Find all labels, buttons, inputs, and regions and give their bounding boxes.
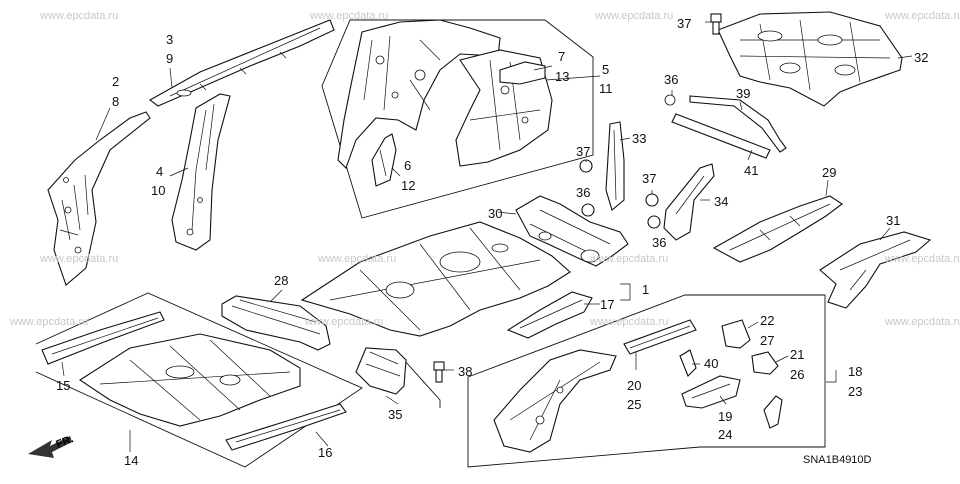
part-rear-floor-1: [300, 221, 571, 337]
callout-20: 20: [627, 378, 642, 393]
callout-12: 12: [401, 178, 416, 193]
callout-13: 13: [555, 69, 570, 84]
part-bracket-21-26: [751, 351, 779, 375]
callout-35: 35: [388, 407, 403, 422]
callout-34: 34: [714, 194, 729, 209]
diagram-code: SNA1B4910D: [803, 454, 872, 466]
callout-5: 5: [602, 62, 610, 77]
part-roof-rail-inner: [148, 19, 335, 107]
bracket-38-frame: [394, 349, 441, 408]
floor-group-frame: [35, 292, 363, 468]
callout-25: 25: [627, 397, 642, 412]
watermark: www.epcdata.ru: [305, 316, 384, 328]
bolt-38: [433, 361, 445, 383]
part-brace-41: [671, 113, 771, 159]
callout-37: 37: [642, 171, 657, 186]
callout-36: 36: [664, 72, 679, 87]
part-rear-frame-29: [712, 195, 843, 263]
callout-14: 14: [124, 453, 139, 468]
callout-17: 17: [600, 297, 615, 312]
callout-27: 27: [760, 333, 775, 348]
part-sill-15: [41, 311, 165, 365]
callout-15: 15: [56, 378, 71, 393]
callout-4: 4: [156, 164, 164, 179]
part-bracket-6: [371, 133, 397, 187]
watermark: www.epcdata.ru: [40, 10, 119, 22]
bolt-36-right: [647, 215, 661, 229]
part-bracket-small: [763, 395, 783, 429]
callout-9: 9: [166, 51, 174, 66]
part-rear-inner-panel: [337, 19, 501, 170]
part-bracket-7: [499, 61, 546, 85]
part-a-pillar-inner: [47, 111, 151, 286]
callout-8: 8: [112, 94, 120, 109]
part-bracket-19-24: [681, 375, 741, 409]
part-b-pillar-inner: [171, 93, 231, 251]
callout-10: 10: [151, 183, 166, 198]
callout-18: 18: [848, 364, 863, 379]
callout-6: 6: [404, 158, 412, 173]
callout-21: 21: [790, 347, 805, 362]
part-front-floor-14: [78, 333, 301, 427]
callout-7: 7: [558, 49, 566, 64]
callout-32: 32: [914, 50, 929, 65]
part-rear-tray: [717, 11, 903, 107]
bolt-37-right: [645, 193, 659, 207]
callout-30: 30: [488, 206, 503, 221]
callout-2: 2: [112, 74, 120, 89]
callout-38: 38: [458, 364, 473, 379]
watermark: www.epcdata.ru: [40, 253, 119, 265]
watermark: www.epcdata.ru: [590, 316, 669, 328]
callout-23: 23: [848, 384, 863, 399]
part-bracket-35: [355, 347, 407, 395]
watermark: www.epcdata.ru: [310, 10, 389, 22]
callout-1: 1: [642, 282, 650, 297]
part-sill-16: [225, 403, 347, 451]
callout-28: 28: [274, 273, 289, 288]
callout-3: 3: [166, 32, 174, 47]
part-bracket-34: [663, 163, 715, 241]
watermark: www.epcdata.ru: [885, 253, 960, 265]
bolt-36-mid: [581, 203, 595, 217]
bolt-37-top: [710, 13, 722, 35]
rear-frame-group-frame: [467, 294, 826, 468]
part-brace-39: [664, 94, 787, 153]
callout-16: 16: [318, 445, 333, 460]
watermark: www.epcdata.ru: [10, 316, 89, 328]
inner-panel-group-frame: [321, 19, 594, 219]
part-bracket-22-27: [721, 319, 751, 349]
front-direction-arrow: [28, 436, 72, 458]
callout-33: 33: [632, 131, 647, 146]
callout-37: 37: [677, 16, 692, 31]
callout-26: 26: [790, 367, 805, 382]
callout-24: 24: [718, 427, 733, 442]
callout-36: 36: [652, 235, 667, 250]
part-rear-frame-side: [493, 349, 617, 453]
part-crossmember-28: [221, 295, 331, 351]
watermark: www.epcdata.ru: [885, 316, 960, 328]
callout-22: 22: [760, 313, 775, 328]
callout-37: 37: [576, 144, 591, 159]
callout-31: 31: [886, 213, 901, 228]
part-floor-bracket-17: [506, 291, 593, 339]
callout-40: 40: [704, 356, 719, 371]
callout-36: 36: [576, 185, 591, 200]
part-bracket-40: [679, 349, 697, 377]
callout-11: 11: [599, 81, 613, 96]
callout-41: 41: [744, 163, 759, 178]
part-bracket-33: [605, 121, 625, 211]
part-member-20-25: [623, 319, 697, 355]
callout-19: 19: [718, 409, 733, 424]
part-rear-crossmember-30: [515, 195, 629, 267]
watermark: www.epcdata.ru: [885, 10, 960, 22]
watermark: www.epcdata.ru: [595, 10, 674, 22]
callout-29: 29: [822, 165, 837, 180]
watermark: www.epcdata.ru: [590, 253, 669, 265]
part-rear-frame-31: [819, 231, 932, 309]
callout-39: 39: [736, 86, 751, 101]
watermark: www.epcdata.ru: [318, 253, 397, 265]
